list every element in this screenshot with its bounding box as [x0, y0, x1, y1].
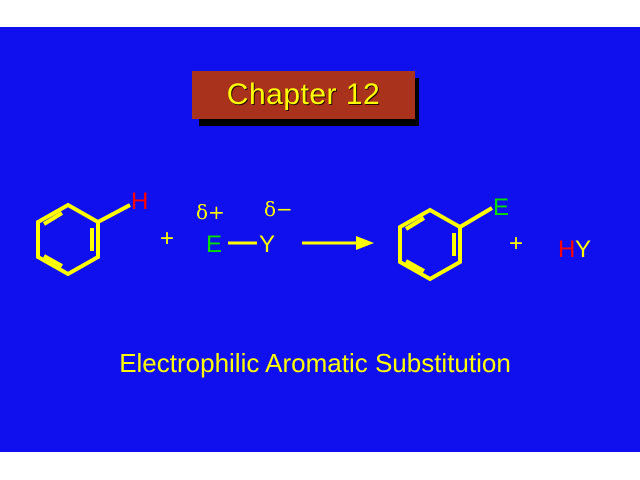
- reagent-electrophile-label: E: [206, 231, 222, 258]
- reactant-hydrogen-label: H: [131, 188, 148, 215]
- reactant-ch-bond: [97, 203, 131, 224]
- plus-sign-1: +: [160, 225, 174, 252]
- product-ce-bond: [458, 206, 494, 229]
- reactant-benzene-ring: [36, 202, 100, 277]
- delta-minus-label: δ−: [264, 197, 293, 221]
- plus-sign-2: +: [509, 230, 523, 257]
- byproduct-leaving-group-label: Y: [575, 236, 591, 263]
- product-benzene-ring: [398, 207, 462, 282]
- reagent-leaving-group-label: Y: [259, 231, 275, 258]
- product-electrophile-label: E: [493, 194, 509, 221]
- chapter-title: Chapter 12: [192, 71, 415, 119]
- reaction-arrow: [302, 236, 374, 250]
- delta-plus-label: δ+: [196, 200, 225, 224]
- byproduct-hydrogen-label: H: [558, 236, 575, 263]
- slide-caption: Electrophilic Aromatic Substitution: [119, 348, 511, 378]
